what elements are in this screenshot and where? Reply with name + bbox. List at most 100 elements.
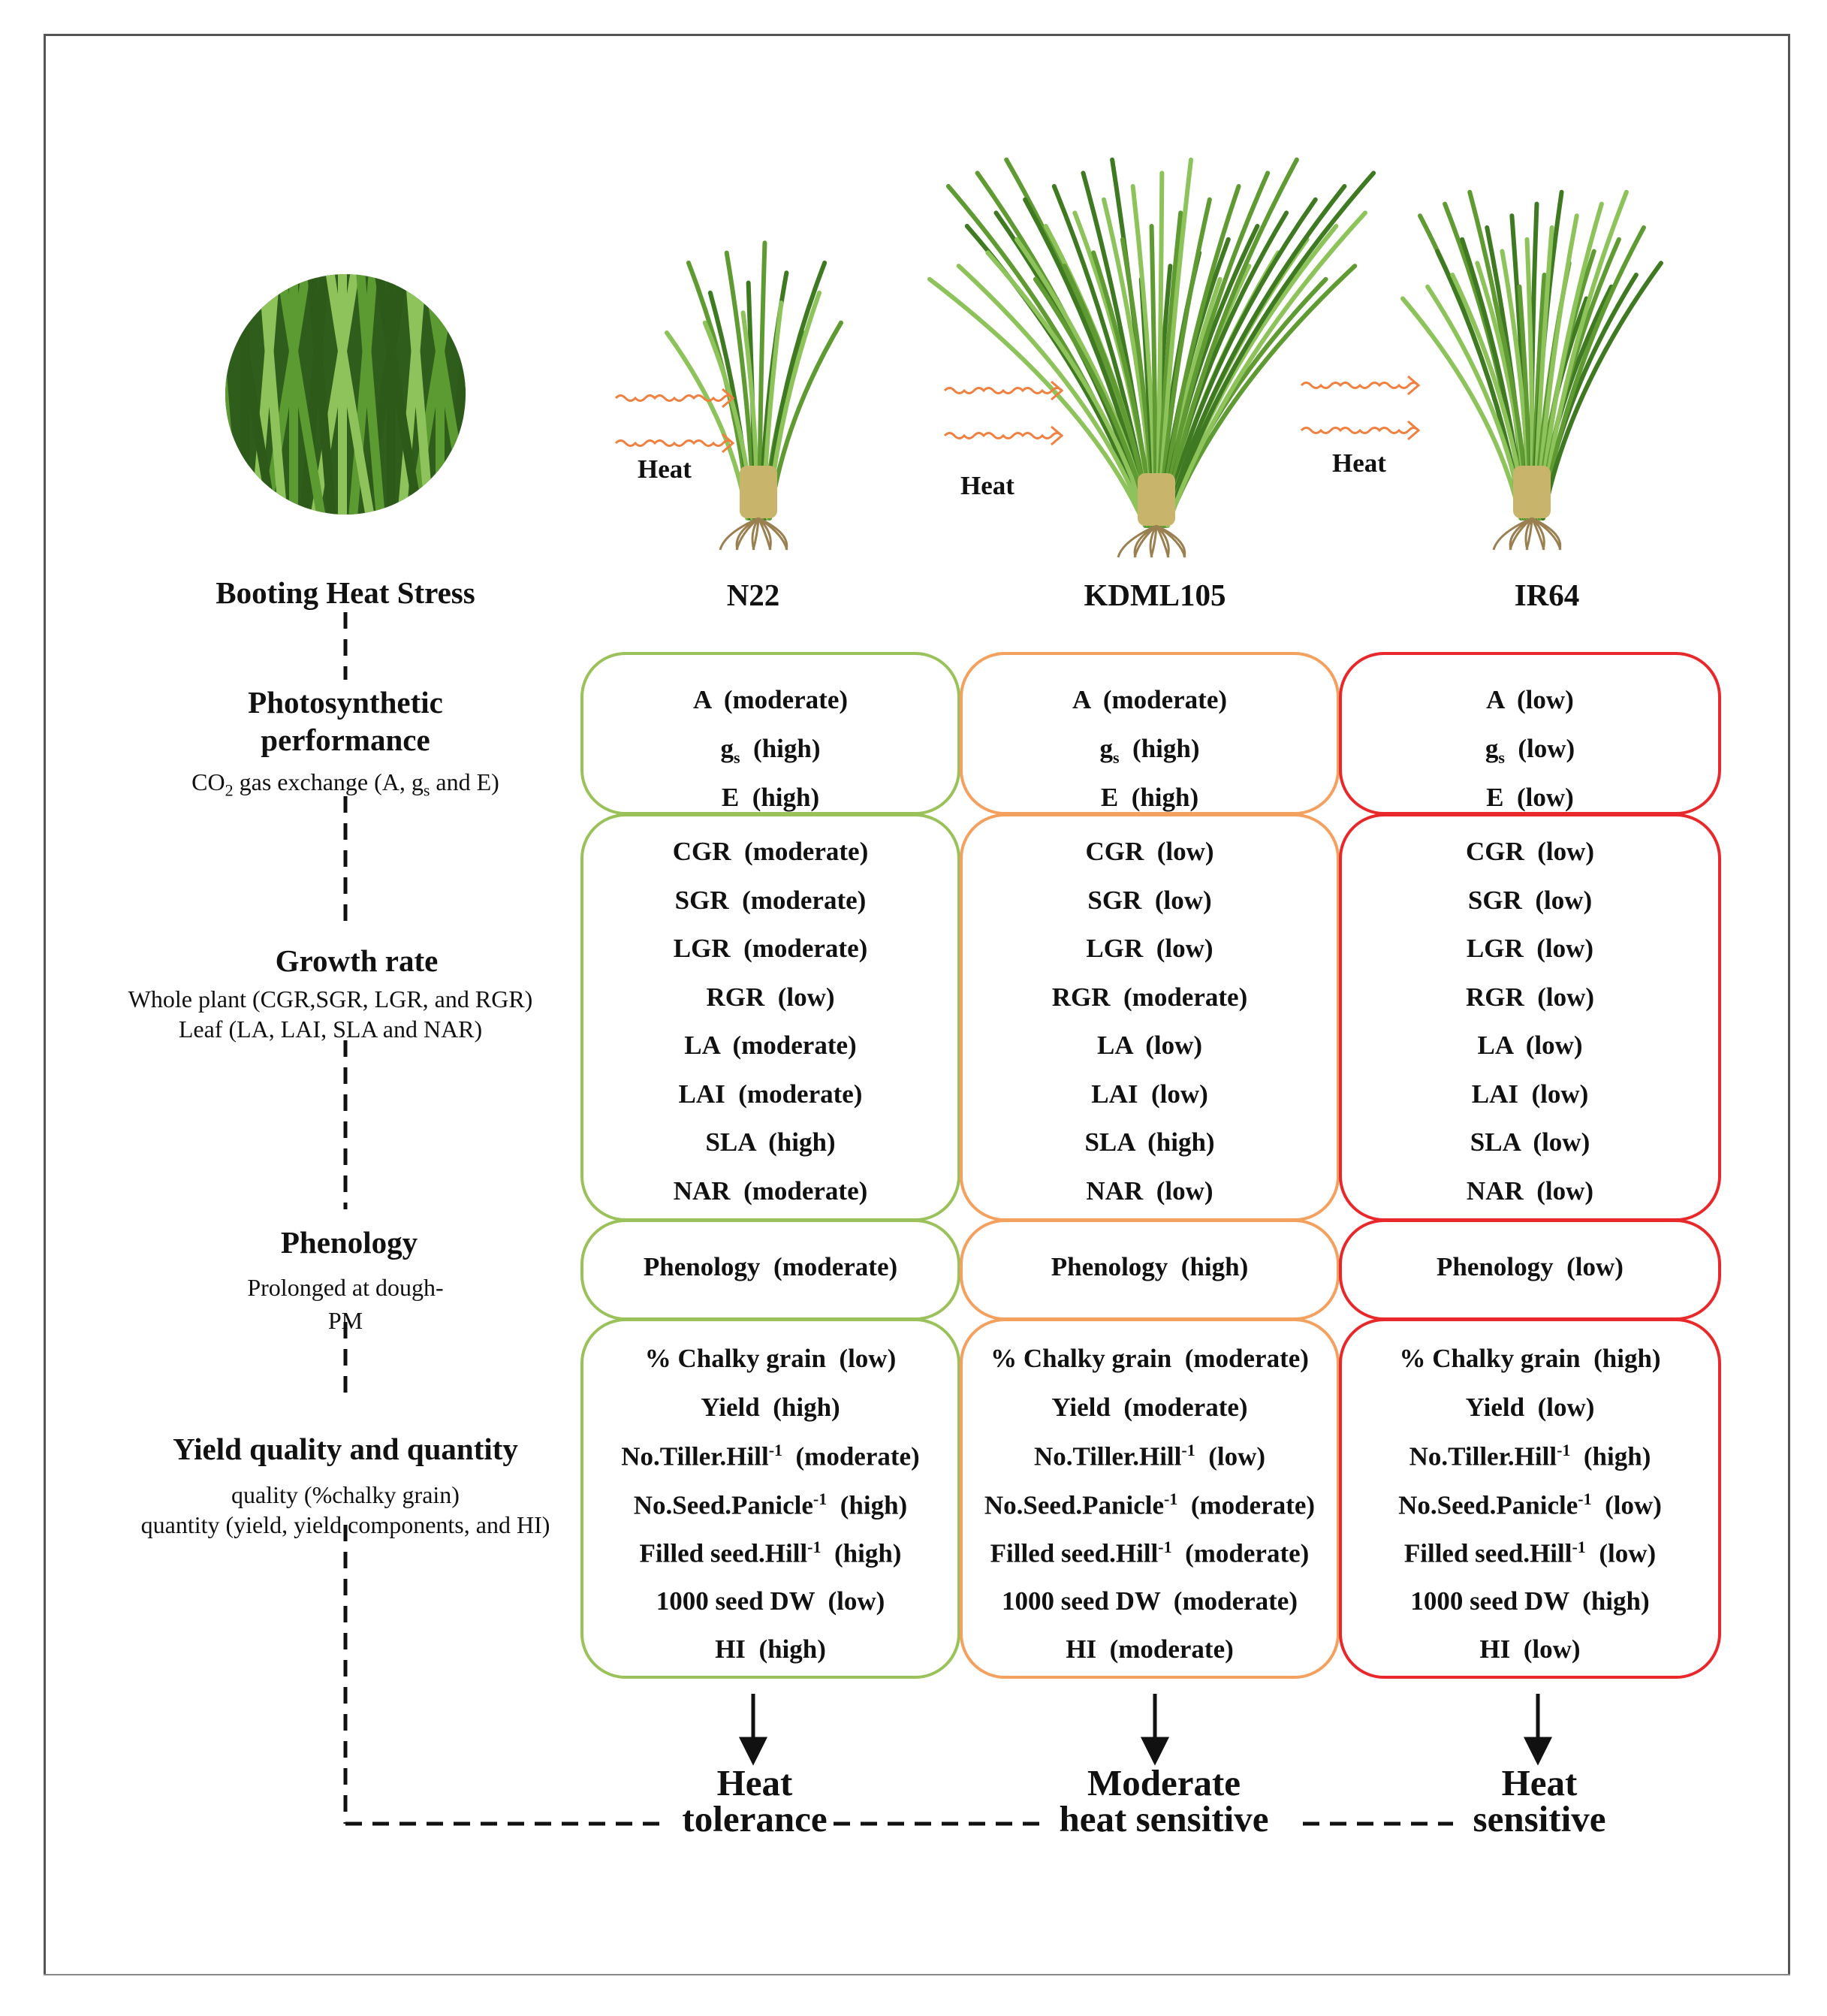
trait-param: RGR (1051, 982, 1111, 1012)
trait-item: RGR (low) (583, 982, 957, 1013)
heat-wave-arrow-icon (1300, 420, 1421, 441)
trait-level: (low) (1518, 1079, 1589, 1109)
trait-item: No.Tiller.Hill-1 (high) (1342, 1441, 1718, 1472)
trait-box-photosynthetic-ir64: A (low) gs (low) E (low) (1339, 652, 1721, 815)
trait-param: CGR (1465, 837, 1524, 866)
trait-level: (high) (1569, 1586, 1650, 1616)
trait-level: (moderate) (1177, 1490, 1316, 1520)
trait-level: (moderate) (710, 685, 849, 714)
trait-level: (low) (1143, 1175, 1213, 1206)
outcome-kdml105-line2: heat sensitive (1059, 1798, 1269, 1839)
trait-item: LGR (moderate) (583, 934, 957, 964)
outcome-kdml105: Moderate heat sensitive (1014, 1762, 1314, 1839)
trait-item: CGR (low) (963, 837, 1337, 867)
trait-param: No.Seed.Panicle (984, 1490, 1165, 1520)
trait-item: SLA (high) (583, 1127, 957, 1157)
trait-level: (low) (1138, 1079, 1208, 1109)
down-arrows (738, 1694, 1553, 1766)
trait-param: NAR (1086, 1175, 1144, 1206)
trait-level: (high) (1168, 1252, 1249, 1281)
canopy-blade (396, 274, 427, 515)
trait-item: NAR (moderate) (583, 1176, 957, 1206)
trait-item: HI (high) (583, 1634, 957, 1664)
trait-param: Filled seed.Hill (1403, 1538, 1572, 1568)
cultivar-ir64: IR64 (1514, 578, 1580, 612)
trait-item: RGR (low) (1342, 982, 1718, 1013)
trait-box-phenology-kdml105: Phenology (high) (960, 1219, 1340, 1320)
trait-item: NAR (low) (1342, 1176, 1718, 1206)
trait-param: SGR (1467, 885, 1522, 915)
trait-param-superscript: -1 (1181, 1441, 1195, 1459)
heat-wave-arrow-icon (943, 425, 1064, 446)
trait-param: LAI (1471, 1079, 1518, 1109)
trait-param: A (1486, 685, 1504, 714)
plant-stem (740, 466, 777, 518)
trait-param: No.Tiller.Hill (621, 1441, 769, 1471)
trait-item: LGR (low) (1342, 934, 1718, 964)
trait-param: LA (1096, 1031, 1132, 1060)
section-phenology-subtitle: Prolonged at dough- PM (150, 1271, 541, 1337)
trait-level: (moderate) (1171, 1344, 1309, 1373)
outcome-n22: Heat tolerance (623, 1764, 886, 1837)
section-growth-subtitle: Whole plant (CGR,SGR, LGR, and RGR) Leaf… (75, 984, 586, 1044)
trait-item: gs (low) (1342, 734, 1718, 768)
rice-canopy-photo (225, 274, 466, 515)
trait-box-yield-kdml105: % Chalky grain (moderate)Yield (moderate… (960, 1318, 1340, 1679)
trait-param: Yield (1051, 1392, 1111, 1422)
trait-param: % Chalky grain (990, 1344, 1172, 1373)
trait-param: SLA (705, 1127, 755, 1157)
trait-box-photosynthetic-n22: A (moderate)gs (high)E (high) (580, 652, 960, 815)
section-photosynthetic-subtitle: CO2 gas exchange (A, gs and E) (191, 768, 499, 800)
trait-item: 1000 seed DW (moderate) (963, 1586, 1337, 1616)
trait-box-photosynthetic-kdml105: A (moderate)gs (high)E (high) (960, 652, 1340, 815)
trait-param: RGR (706, 982, 765, 1012)
trait-param: No.Seed.Panicle (1398, 1490, 1578, 1520)
trait-item: NAR (low) (963, 1176, 1337, 1206)
trait-param: SGR (1087, 885, 1142, 915)
trait-item: E (high) (963, 783, 1337, 813)
trait-param: HI (715, 1634, 746, 1664)
cultivar-n22: N22 (726, 578, 780, 612)
trait-param-superscript: -1 (1572, 1538, 1586, 1556)
trait-item: No.Seed.Panicle-1 (low) (1342, 1489, 1718, 1521)
trait-param: g (1485, 734, 1499, 763)
trait-item: Filled seed.Hill-1 (high) (583, 1538, 957, 1569)
cultivar-kdml105: KDML105 (1084, 578, 1226, 612)
canopy-blade (299, 274, 329, 515)
trait-param: % Chalky grain (644, 1344, 826, 1373)
canopy-blade (225, 274, 230, 515)
trait-item: SGR (moderate) (583, 886, 957, 916)
plant-leaf (1400, 296, 1523, 521)
trait-level: (low) (1503, 783, 1574, 812)
trait-level: (high) (759, 1392, 840, 1422)
plant-stem (1513, 466, 1551, 518)
trait-param-superscript: -1 (1578, 1489, 1592, 1508)
trait-item: E (high) (583, 783, 957, 813)
trait-param: LAI (678, 1079, 725, 1109)
outcome-ir64-line2: sensitive (1473, 1798, 1606, 1839)
heat-wave-arrow-icon (1300, 375, 1421, 396)
trait-level: (low) (1143, 934, 1213, 963)
trait-param: LA (1477, 1031, 1513, 1060)
plant-root (758, 517, 788, 551)
trait-item: % Chalky grain (moderate) (963, 1344, 1337, 1374)
outcome-kdml105-line1: Moderate (1087, 1762, 1241, 1803)
trait-item: Yield (high) (583, 1393, 957, 1423)
heat-label-n22: Heat (638, 454, 692, 484)
trait-param: Phenology (1051, 1252, 1168, 1281)
heat-label-kdml105: Heat (960, 471, 1014, 500)
trait-item: LA (moderate) (583, 1031, 957, 1061)
trait-level: (moderate) (730, 1175, 868, 1206)
trait-item: E (low) (1342, 783, 1718, 813)
heat-wave-arrow-icon (614, 433, 735, 454)
section-yield-subtitle-line1: quality (%chalky grain) (231, 1481, 460, 1508)
trait-level: (moderate) (1110, 1392, 1248, 1422)
trait-param: 1000 seed DW (1001, 1586, 1161, 1616)
trait-param: A (692, 685, 711, 714)
trait-param: LGR (1466, 934, 1524, 963)
trait-level: (high) (1134, 1127, 1215, 1157)
trait-level: (moderate) (728, 885, 867, 915)
trait-level: (low) (815, 1586, 885, 1616)
trait-param: 1000 seed DW (656, 1586, 815, 1616)
